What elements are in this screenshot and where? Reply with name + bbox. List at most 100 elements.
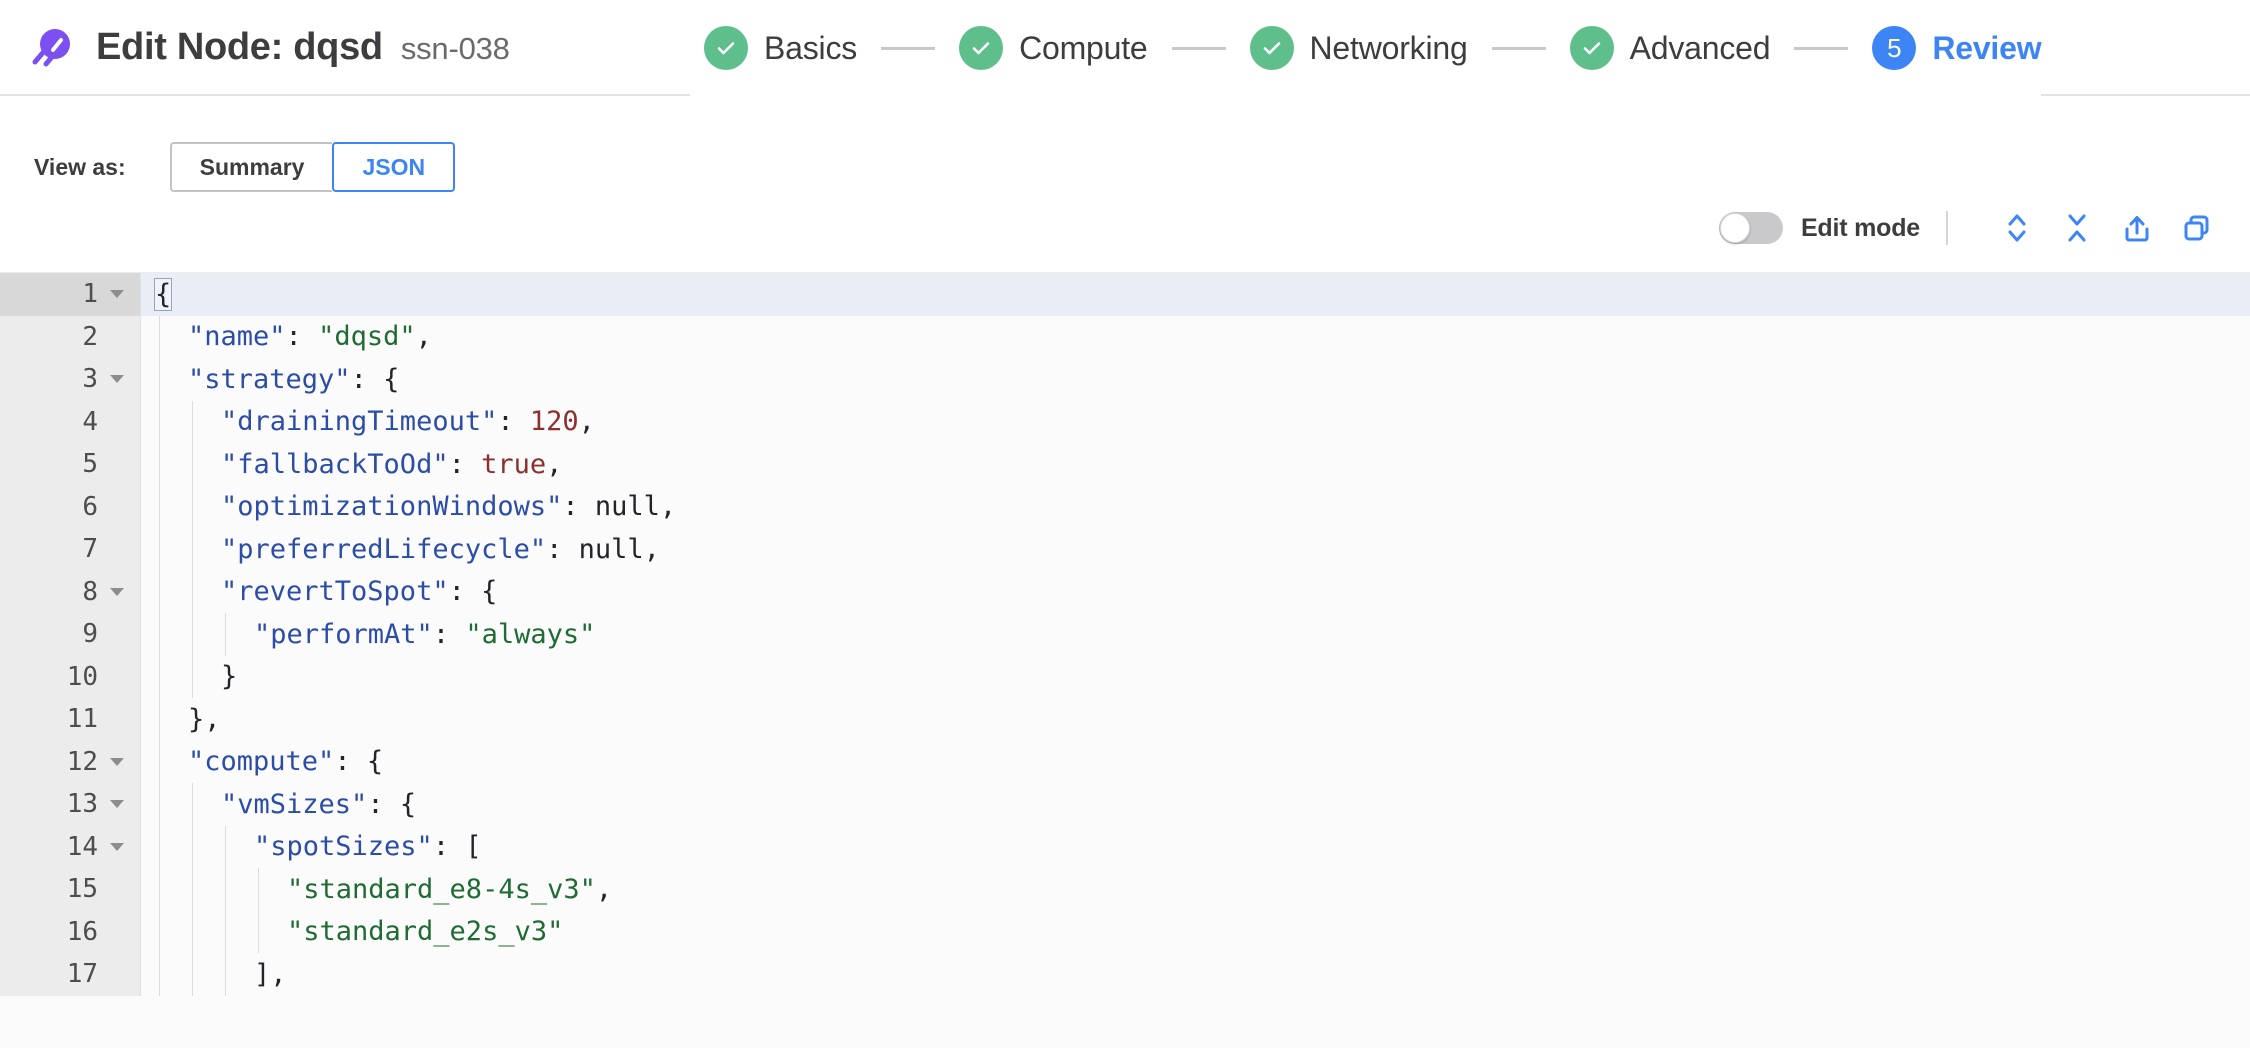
- indent-guide: [192, 783, 193, 826]
- indent-guide: [159, 400, 160, 443]
- code-line-content[interactable]: "strategy": {: [140, 358, 2250, 401]
- token-key: "vmSizes": [221, 788, 368, 820]
- code-line-content[interactable]: "performAt": "always": [140, 613, 2250, 656]
- line-number-gutter: 10: [0, 655, 140, 698]
- indent-guide: [225, 613, 226, 656]
- line-number-gutter: 13: [0, 783, 140, 826]
- code-line[interactable]: 16"standard_e2s_v3": [0, 910, 2250, 953]
- line-number: 11: [66, 704, 98, 735]
- line-number-gutter: 2: [0, 315, 140, 358]
- step-basics-label: Basics: [764, 29, 858, 66]
- code-line[interactable]: 15"standard_e8-4s_v3",: [0, 868, 2250, 911]
- token-punc: ,: [546, 448, 563, 480]
- code-line-content[interactable]: "preferredLifecycle": null,: [140, 528, 2250, 571]
- step-networking[interactable]: Networking: [1249, 26, 1468, 70]
- step-basics[interactable]: Basics: [704, 26, 857, 70]
- code-line[interactable]: 12 "compute": {: [0, 740, 2250, 783]
- token-punc: :: [285, 321, 319, 353]
- step-compute[interactable]: Compute: [959, 26, 1148, 70]
- indent-guide: [159, 528, 160, 571]
- indent-guide: [192, 443, 193, 486]
- fold-toggle-icon[interactable]: [104, 757, 130, 766]
- fold-toggle-icon[interactable]: [104, 800, 130, 809]
- line-number-gutter: 17: [0, 953, 140, 996]
- line-number: 12: [66, 746, 98, 777]
- code-line[interactable]: 5 "fallbackToOd": true,: [0, 443, 2250, 486]
- line-number: 6: [82, 491, 98, 522]
- token-key: "preferredLifecycle": [221, 533, 547, 565]
- view-as-segmented-control[interactable]: Summary JSON: [169, 142, 456, 192]
- node-id: ssn-038: [400, 30, 510, 66]
- code-line-content[interactable]: "drainingTimeout": 120,: [140, 400, 2250, 443]
- view-as-row: View as: Summary JSON: [0, 96, 2250, 192]
- code-line[interactable]: 1{: [0, 273, 2250, 316]
- fold-toggle-icon[interactable]: [104, 842, 130, 851]
- code-line[interactable]: 9 "performAt": "always": [0, 613, 2250, 656]
- view-as-option-json[interactable]: JSON: [332, 142, 456, 192]
- step-connector: [1491, 46, 1546, 50]
- fold-toggle-icon[interactable]: [104, 587, 130, 596]
- code-line[interactable]: 17],: [0, 953, 2250, 996]
- token-key: "drainingTimeout": [221, 406, 498, 438]
- code-line-content[interactable]: "revertToSpot": {: [140, 570, 2250, 613]
- fold-toggle-icon[interactable]: [104, 290, 130, 299]
- token-punc: ,: [578, 406, 595, 438]
- token-punc: {: [153, 277, 173, 311]
- expand-all-icon[interactable]: [2000, 211, 2034, 245]
- token-key: "performAt": [254, 618, 433, 650]
- code-line[interactable]: 6 "optimizationWindows": null,: [0, 485, 2250, 528]
- line-number: 9: [82, 619, 98, 650]
- indent-guide: [159, 783, 160, 826]
- code-line[interactable]: 7"preferredLifecycle": null,: [0, 528, 2250, 571]
- code-line[interactable]: 8"revertToSpot": {: [0, 570, 2250, 613]
- code-line-content[interactable]: {: [140, 273, 2250, 316]
- view-as-label: View as:: [34, 153, 126, 180]
- json-code-editor[interactable]: 1{ 2 "name": "dqsd", 3 "strategy": {4"draini…: [0, 272, 2250, 1048]
- token-punc: :: [448, 448, 482, 480]
- fold-toggle-icon[interactable]: [104, 375, 130, 384]
- code-line-content[interactable]: }: [140, 655, 2250, 698]
- view-as-option-summary[interactable]: Summary: [169, 142, 333, 192]
- code-line-content[interactable]: "standard_e8-4s_v3",: [140, 868, 2250, 911]
- step-advanced[interactable]: Advanced: [1569, 26, 1771, 70]
- code-line-content[interactable]: "standard_e2s_v3": [140, 910, 2250, 953]
- token-punc: :: [497, 406, 530, 438]
- code-line[interactable]: 4"drainingTimeout": 120,: [0, 400, 2250, 443]
- line-number: 3: [82, 364, 98, 395]
- line-number: 5: [82, 449, 98, 480]
- edit-mode-toggle[interactable]: [1718, 212, 1783, 244]
- step-compute-label: Compute: [1019, 29, 1148, 66]
- code-line[interactable]: 11},: [0, 698, 2250, 741]
- code-line-content[interactable]: },: [140, 698, 2250, 741]
- step-connector: [1794, 46, 1849, 50]
- token-str: "always": [465, 618, 596, 650]
- indent-guide: [159, 315, 160, 358]
- token-key: "strategy": [188, 363, 351, 395]
- code-line-content[interactable]: "compute": {: [140, 740, 2250, 783]
- indent-guide: [258, 910, 259, 953]
- code-line-content[interactable]: "fallbackToOd": true,: [140, 443, 2250, 486]
- token-str: "standard_e2s_v3": [287, 916, 564, 948]
- token-key: "optimizationWindows": [221, 491, 563, 523]
- token-null: null: [594, 491, 660, 523]
- indent-guide: [159, 613, 160, 656]
- indent-guide: [225, 910, 226, 953]
- code-line[interactable]: 13"vmSizes": {: [0, 783, 2250, 826]
- export-icon[interactable]: [2120, 211, 2154, 245]
- header-title-group: Edit Node: dqsd ssn-038: [96, 26, 510, 69]
- code-line-content[interactable]: "vmSizes": {: [140, 783, 2250, 826]
- code-line[interactable]: 2 "name": "dqsd",: [0, 315, 2250, 358]
- code-line[interactable]: 3 "strategy": {: [0, 358, 2250, 401]
- code-line[interactable]: 14"spotSizes": [: [0, 825, 2250, 868]
- indent-guide: [192, 910, 193, 953]
- code-line-content[interactable]: ],: [140, 953, 2250, 996]
- code-line[interactable]: 10}: [0, 655, 2250, 698]
- line-number: 2: [82, 321, 98, 352]
- code-line-content[interactable]: "name": "dqsd",: [140, 315, 2250, 358]
- code-line-content[interactable]: "optimizationWindows": null,: [140, 485, 2250, 528]
- step-review-badge: 5: [1872, 26, 1917, 70]
- copy-icon[interactable]: [2180, 211, 2214, 245]
- code-line-content[interactable]: "spotSizes": [: [140, 825, 2250, 868]
- collapse-all-icon[interactable]: [2060, 211, 2094, 245]
- step-review[interactable]: 5 Review: [1872, 26, 2042, 70]
